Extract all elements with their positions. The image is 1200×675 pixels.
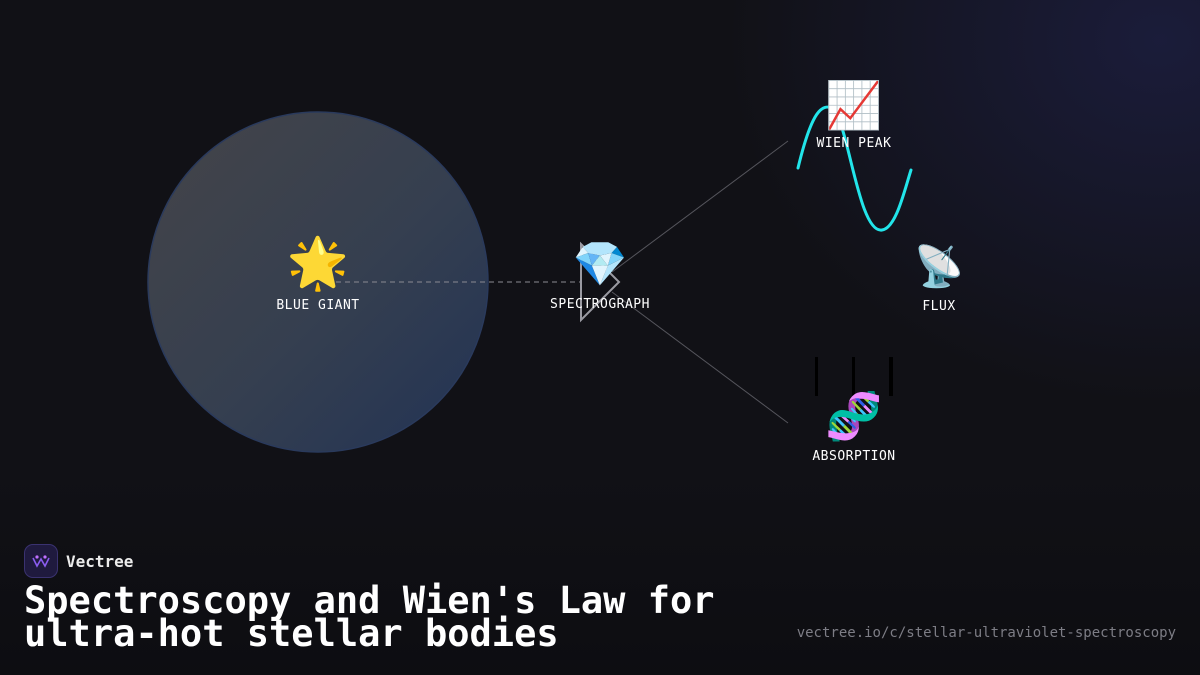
- source-url[interactable]: vectree.io/c/stellar-ultraviolet-spectro…: [796, 625, 1176, 641]
- brand-name: Vectree: [66, 551, 134, 571]
- node-label: WIEN PEAK: [816, 136, 892, 151]
- wien-curve: [796, 105, 913, 232]
- brand[interactable]: Vectree: [24, 544, 133, 578]
- satellite-antenna-icon: 📡: [914, 244, 964, 290]
- node-blue-giant[interactable]: 🌟 BLUE GIANT: [276, 238, 359, 313]
- page-title: Spectroscopy and Wien's Law for ultra-ho…: [24, 579, 715, 655]
- node-absorption[interactable]: 🧬 ABSORPTION: [812, 393, 895, 464]
- node-label: FLUX: [922, 299, 956, 314]
- dispersion-ray-lower: [611, 291, 789, 424]
- node-label: ABSORPTION: [812, 449, 896, 464]
- node-flux[interactable]: 📡 FLUX: [914, 247, 964, 314]
- star-halo: [147, 111, 489, 453]
- node-wien-peak[interactable]: 📈 WIEN PEAK: [817, 82, 892, 151]
- glowing-star-icon: 🌟: [286, 234, 350, 292]
- node-label: BLUE GIANT: [276, 298, 360, 313]
- node-spectrograph[interactable]: 💎 SPECTROGRAPH: [550, 239, 650, 313]
- chart-increasing-icon: 📈: [825, 78, 883, 132]
- node-label: SPECTROGRAPH: [550, 297, 650, 312]
- gem-icon: 💎: [572, 239, 628, 290]
- absorption-lines: [815, 357, 893, 396]
- dispersion-ray-upper: [611, 140, 789, 273]
- prism-outline: [580, 241, 621, 323]
- vectree-logo-icon: [24, 544, 58, 578]
- dna-icon: 🧬: [825, 389, 883, 443]
